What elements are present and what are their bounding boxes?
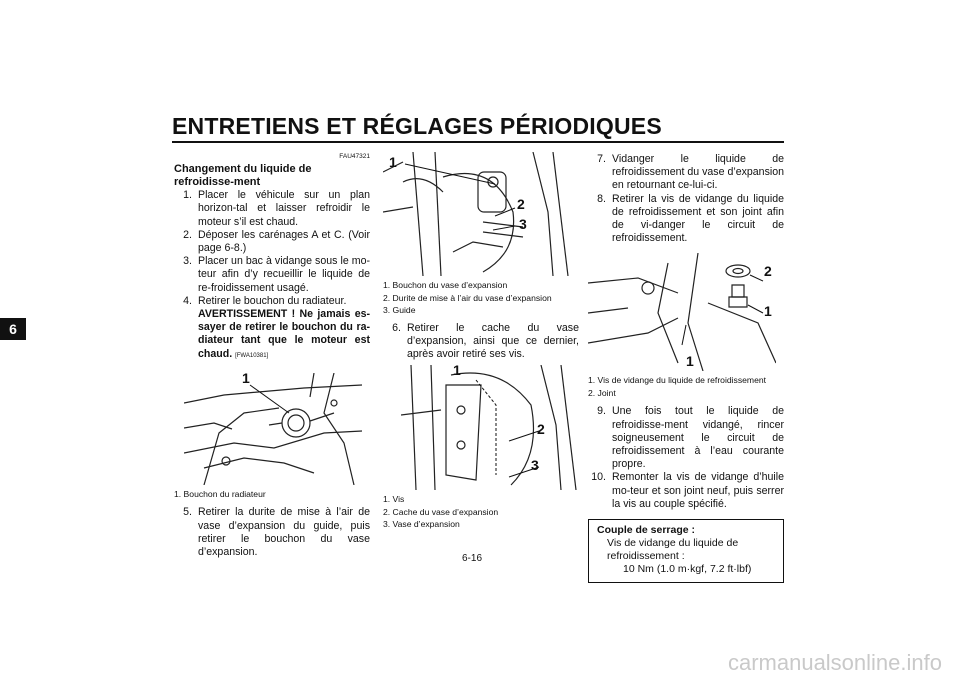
step-2: 2.Déposer les carénages A et C. (Voir pa… [183,228,370,255]
step-4: 4. Retirer le bouchon du radiateur. AVER… [183,294,370,360]
callout-1: 1 [389,154,397,170]
warning-ref: [FWA10381] [235,352,269,359]
callout-1-bolt: 1 [764,303,772,320]
figure-captions-2: 1. Vis 2. Cache du vase d’expansion 3. V… [383,493,579,531]
caption-2: 2. Cache du vase d’expansion [383,506,499,517]
step-6: 6.Retirer le cache du vase d’expansion, … [392,321,579,360]
right-column: 7.Vidanger le liquide de refroidissement… [588,153,784,584]
figure-captions: 1. Vis de vidange du liquide de refroidi… [588,374,784,399]
torque-spec-box: Couple de serrage : Vis de vidange du li… [588,519,784,584]
page-title: ENTRETIENS ET RÉGLAGES PÉRIODIQUES [172,113,662,139]
caption-3: 3. Vase d’expansion [383,519,460,530]
spec-item: Vis de vidange du liquide de refroidisse… [607,537,739,563]
callout-1: 1 [453,365,461,379]
step-1: 1.Placer le véhicule sur un plan horizon… [183,189,370,228]
drain-bolt-illustration [588,253,776,372]
middle-column: 1 2 3 1. Bouchon du vase d’expansion 2. … [383,152,581,531]
callout-3: 3 [531,457,539,474]
left-column: FAU47321 Changement du liquide de refroi… [174,150,370,559]
step-7: 7.Vidanger le liquide de refroidissement… [597,153,784,192]
expansion-tank-illustration [383,152,569,276]
callout-2: 2 [537,421,545,438]
caption-1: 1. Vis [383,494,405,505]
step-9: 9.Une fois tout le liquide de refroidiss… [597,405,784,471]
figure-caption-1: 1. Bouchon du radiateur [174,488,266,499]
step-10: 10.Remonter la vis de vidange d’huile mo… [591,471,784,510]
callout-1: 1 [242,372,250,386]
caption-1: 1. Vis de vidange du liquide de refroidi… [588,375,767,386]
figure-captions: 1. Bouchon du vase d’expansion 2. Durite… [383,279,579,317]
warning-text: AVERTISSEMENT ! Ne jamais es-sayer de re… [198,308,370,360]
tank-cover-illustration [401,365,577,491]
title-rule [172,141,784,143]
caption-1: 1. Bouchon du vase d’expansion [383,280,508,290]
caption-3: 3. Guide [383,305,416,315]
spec-label: Couple de serrage : [597,524,696,537]
spec-value: 10 Nm (1.0 m·kgf, 7.2 ft·lbf) [623,563,752,576]
watermark: carmanualsonline.info [727,650,942,675]
drain-bolt-figure: 2 1 1 [588,253,776,372]
step-5: 5.Retirer la durite de mise à l’air de v… [183,506,370,558]
callout-2: 2 [517,196,525,212]
step-8: 8.Retirer la vis de vidange du liquide d… [597,192,784,245]
tank-cover-figure: 1 2 3 [401,365,581,491]
section-heading: Changement du liquide de refroidisse-men… [174,163,312,189]
step-3: 3.Placer un bac à vidange sous le mo-teu… [183,255,370,294]
expansion-tank-figure: 1 2 3 [383,152,577,276]
callout-2: 2 [764,263,772,280]
radiator-cap-illustration [184,372,362,485]
caption-2: 2. Durite de mise à l’air du vase d’expa… [383,292,552,303]
page-number: 6-16 [462,553,483,564]
callout-1-engine: 1 [686,353,694,370]
chapter-tab: 6 [0,318,26,340]
caption-2: 2. Joint [588,387,616,398]
callout-3: 3 [519,216,527,232]
radiator-cap-figure: 1 [184,372,362,485]
section-ref-code: FAU47321 [339,153,370,160]
